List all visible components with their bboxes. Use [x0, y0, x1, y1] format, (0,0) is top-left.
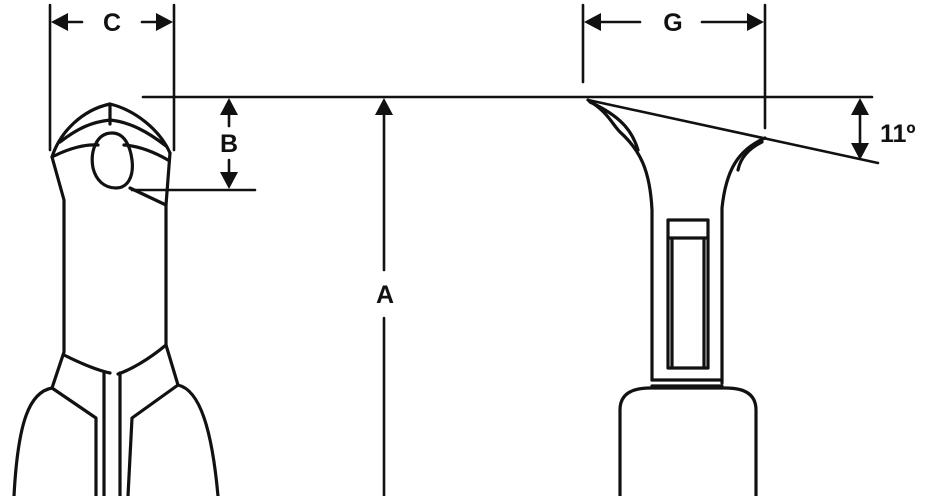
- front-view-handle-left-inner: [50, 386, 98, 496]
- side-view-head-outline: [586, 98, 654, 382]
- angle-reference-line: [586, 98, 880, 165]
- front-view-handle-right: [176, 383, 220, 496]
- c-arrowhead-left: [51, 13, 68, 31]
- angle-arrowhead-bottom: [851, 143, 869, 160]
- front-view-jaw-oval: [90, 131, 134, 190]
- front-view-plier: [12, 102, 220, 496]
- side-view-slot: [666, 218, 710, 370]
- label-c: C: [103, 9, 121, 37]
- side-view-right-inner: [736, 140, 764, 172]
- side-view-slot-inner: [670, 238, 706, 368]
- front-view-body-right: [164, 151, 180, 387]
- b-arrowhead-bottom: [220, 172, 238, 189]
- front-view-neck-right: [116, 343, 168, 376]
- g-arrowhead-left: [584, 13, 601, 31]
- side-view-handle: [618, 386, 758, 496]
- c-arrowhead-right: [156, 13, 173, 31]
- g-arrowhead-right: [747, 13, 764, 31]
- label-a: A: [376, 281, 394, 309]
- front-view-handle-right-inner: [126, 383, 180, 496]
- label-angle: 11º: [880, 120, 916, 148]
- label-b: B: [220, 130, 238, 158]
- dimension-lines: [48, 3, 880, 496]
- front-view-body-left: [50, 155, 66, 390]
- side-view-head-inner: [588, 100, 640, 152]
- side-view-plier: [586, 98, 767, 496]
- a-arrowhead-top: [375, 98, 393, 115]
- front-view-neck-left: [62, 353, 112, 375]
- angle-arrowhead-top: [851, 98, 869, 115]
- side-view-right-outline: [720, 136, 767, 385]
- front-view-handle-left: [12, 386, 54, 496]
- b-arrowhead-top: [220, 98, 238, 115]
- label-g: G: [663, 9, 682, 37]
- side-view-neck: [650, 378, 724, 388]
